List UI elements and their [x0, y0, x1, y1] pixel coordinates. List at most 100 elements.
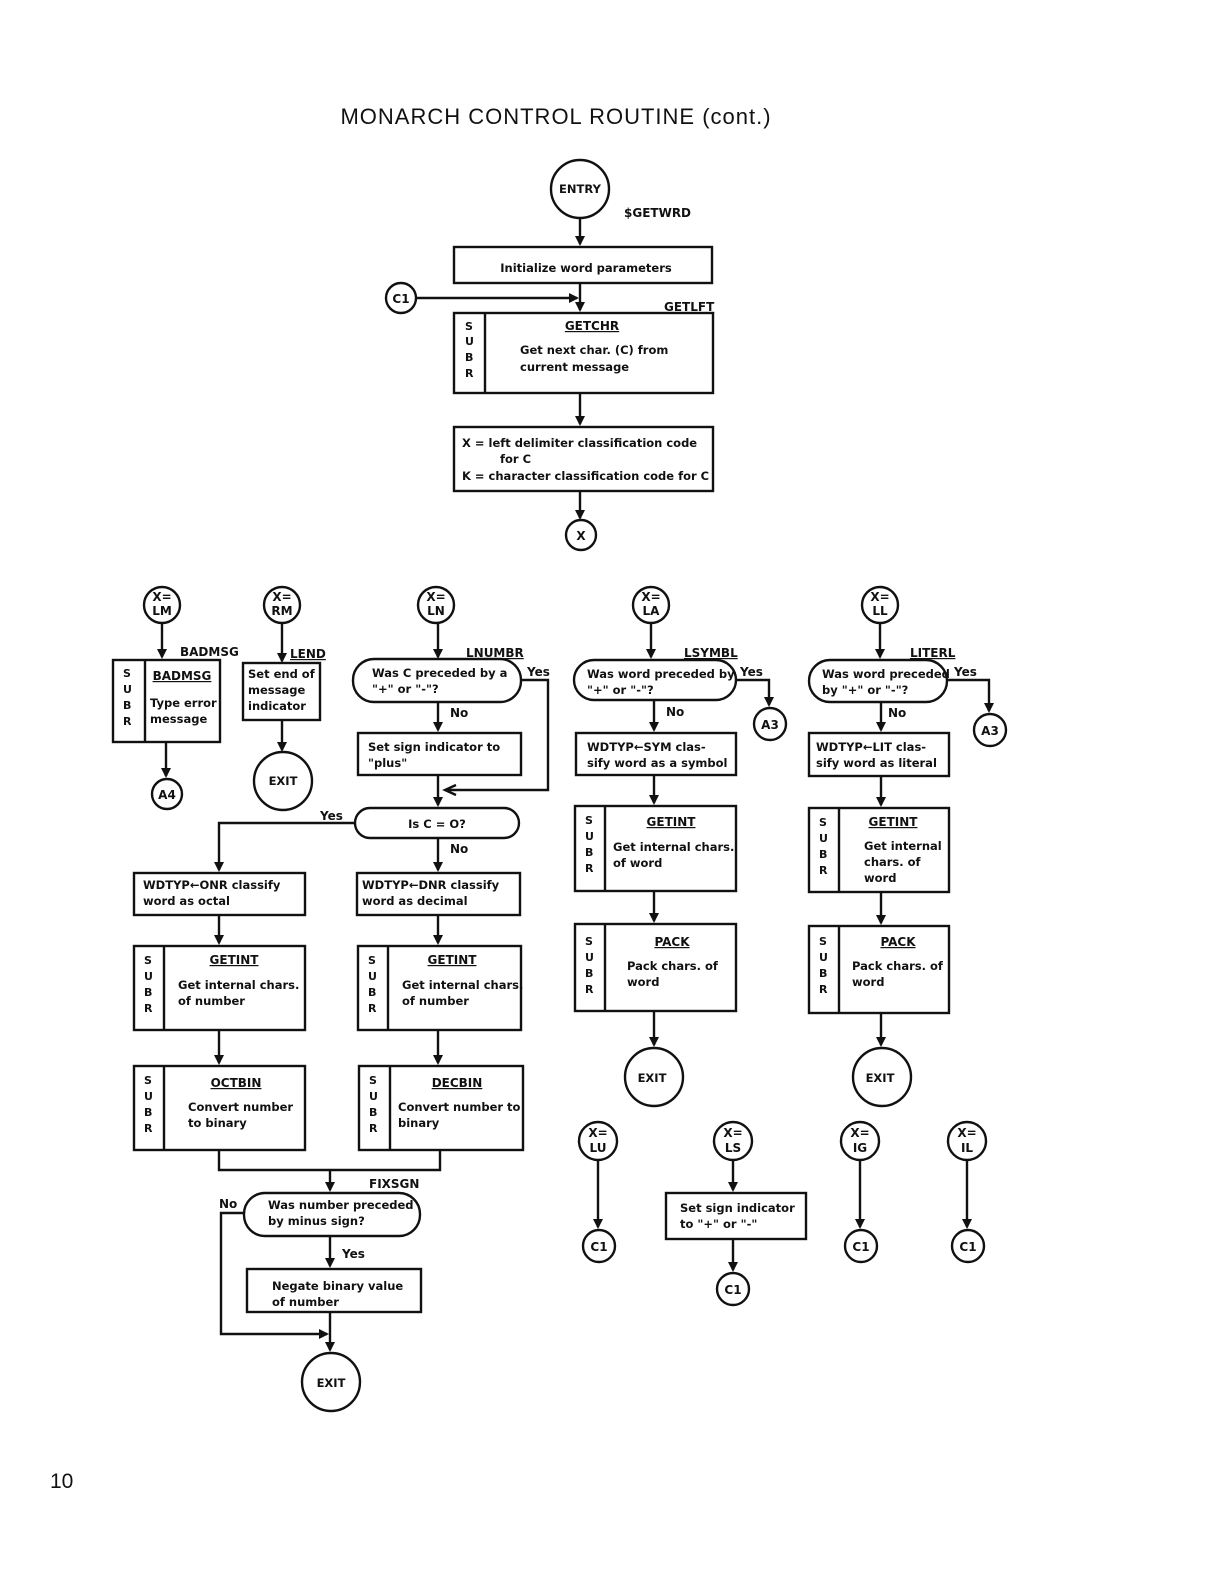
svg-text:Get next char. (C) from: Get next char. (C) from: [520, 343, 668, 357]
la-yes-label: Yes: [739, 665, 763, 679]
svg-text:R: R: [465, 367, 474, 380]
exit-la: EXIT: [623, 1046, 685, 1108]
svg-text:R: R: [585, 862, 594, 875]
sign-set-box: Set sign indicator to "+" or "-": [664, 1191, 808, 1241]
sign-plus-box: Set sign indicator to "plus": [356, 731, 523, 777]
svg-text:B: B: [819, 848, 827, 861]
lnumbr-label: LNUMBR: [466, 646, 524, 660]
svg-text:X=: X=: [588, 1126, 607, 1140]
svg-text:GETINT: GETINT: [210, 953, 260, 967]
entry-x-rm: X= RM: [262, 585, 302, 625]
classify-box: X = left delimiter classification code f…: [452, 425, 715, 493]
svg-text:Was word preceded by: Was word preceded by: [587, 667, 735, 681]
negate-box: Negate binary value of number: [245, 1267, 423, 1314]
connector-c1-top: C1: [384, 281, 418, 315]
svg-text:Set sign indicator: Set sign indicator: [680, 1201, 795, 1215]
svg-text:word: word: [864, 871, 896, 885]
connector-a4: A4: [150, 777, 184, 811]
ln-yes-label: Yes: [526, 665, 550, 679]
svg-text:B: B: [585, 846, 593, 859]
ln-no-label: No: [450, 706, 468, 720]
pack-ll-box: S U B R PACK Pack chars. of word: [807, 924, 951, 1015]
connector-x: X: [564, 518, 598, 552]
svg-text:Convert number: Convert number: [188, 1100, 293, 1114]
svg-text:Pack chars. of: Pack chars. of: [852, 959, 944, 973]
svg-text:B: B: [144, 1106, 152, 1119]
svg-text:U: U: [144, 1090, 153, 1103]
svg-text:"+" or "-"?: "+" or "-"?: [587, 683, 654, 697]
svg-text:B: B: [123, 699, 131, 712]
lend-label: LEND: [290, 647, 326, 661]
connector-c1-il: C1: [950, 1228, 986, 1264]
lend-box: Set end of message indicator: [241, 661, 322, 722]
svg-text:to binary: to binary: [188, 1116, 247, 1130]
svg-text:Pack chars. of: Pack chars. of: [627, 959, 719, 973]
entry-x-ln: X= LN: [416, 585, 456, 625]
svg-text:LL: LL: [872, 604, 888, 618]
svg-text:R: R: [819, 983, 828, 996]
svg-text:Type error: Type error: [150, 696, 217, 710]
svg-text:word as octal: word as octal: [143, 894, 230, 908]
svg-text:Initialize word parameters: Initialize word parameters: [500, 261, 672, 275]
svg-text:K = character classification c: K = character classification code for C: [462, 469, 709, 483]
svg-text:C1: C1: [959, 1240, 976, 1254]
svg-text:WDTYP←DNR classify: WDTYP←DNR classify: [362, 878, 500, 892]
entry-x-la: X= LA: [631, 585, 671, 625]
svg-text:X=: X=: [723, 1126, 742, 1140]
svg-text:U: U: [368, 970, 377, 983]
svg-text:GETINT: GETINT: [869, 815, 919, 829]
svg-text:B: B: [585, 967, 593, 980]
flow-arrow: [442, 783, 457, 797]
svg-text:of number: of number: [272, 1295, 339, 1309]
svg-text:X=: X=: [272, 590, 291, 604]
flow-line: [448, 678, 550, 792]
c-zero-yes-label: Yes: [319, 809, 343, 823]
svg-text:S: S: [585, 935, 593, 948]
svg-text:Was C preceded by a: Was C preceded by a: [372, 666, 507, 680]
entry-x-ls: X= LS: [712, 1120, 754, 1162]
exit-ln: EXIT: [300, 1351, 362, 1413]
svg-text:LS: LS: [725, 1141, 741, 1155]
svg-text:GETINT: GETINT: [647, 815, 697, 829]
svg-text:Get internal chars.: Get internal chars.: [402, 978, 523, 992]
svg-text:by "+" or "-"?: by "+" or "-"?: [822, 683, 908, 697]
connector-c1-ig: C1: [843, 1228, 879, 1264]
badmsg-box: S U B R BADMSG Type error message: [111, 658, 222, 744]
svg-text:BADMSG: BADMSG: [153, 669, 212, 683]
svg-text:IG: IG: [853, 1141, 867, 1155]
exit-ll: EXIT: [851, 1046, 913, 1108]
svg-text:S: S: [368, 954, 376, 967]
literl-label: LITERL: [910, 646, 956, 660]
lsymbl-label: LSYMBL: [684, 646, 738, 660]
exit-rm: EXIT: [252, 750, 314, 812]
flow-line: [214, 821, 355, 872]
init-box: Initialize word parameters: [452, 245, 714, 285]
svg-text:X=: X=: [957, 1126, 976, 1140]
svg-text:LA: LA: [643, 604, 661, 618]
svg-text:S: S: [819, 935, 827, 948]
svg-text:message: message: [248, 683, 305, 697]
svg-text:RM: RM: [271, 604, 292, 618]
svg-text:C1: C1: [590, 1240, 607, 1254]
svg-text:"+" or "-"?: "+" or "-"?: [372, 682, 439, 696]
connector-c1-ls: C1: [715, 1271, 751, 1307]
minus-decision: Was number preceded by minus sign?: [242, 1191, 422, 1238]
svg-text:of number: of number: [402, 994, 469, 1008]
getchr-box: S U B R GETCHR Get next char. (C) from c…: [452, 311, 715, 395]
svg-text:sify word as a symbol: sify word as a symbol: [587, 756, 728, 770]
svg-text:S: S: [819, 816, 827, 829]
svg-text:EXIT: EXIT: [866, 1071, 895, 1085]
svg-text:PACK: PACK: [880, 935, 916, 949]
svg-text:U: U: [585, 830, 594, 843]
connector-a3-ll: A3: [972, 712, 1008, 748]
entry-label: ENTRY: [559, 182, 602, 196]
svg-text:current message: current message: [520, 360, 629, 374]
pack-la-box: S U B R PACK Pack chars. of word: [573, 922, 738, 1013]
svg-text:of number: of number: [178, 994, 245, 1008]
svg-text:U: U: [369, 1090, 378, 1103]
ll-decision: Was word preceded by "+" or "-"?: [807, 658, 950, 704]
svg-text:LN: LN: [427, 604, 445, 618]
svg-text:U: U: [123, 683, 132, 696]
svg-text:A3: A3: [981, 724, 999, 738]
svg-text:to "+" or "-": to "+" or "-": [680, 1217, 757, 1231]
